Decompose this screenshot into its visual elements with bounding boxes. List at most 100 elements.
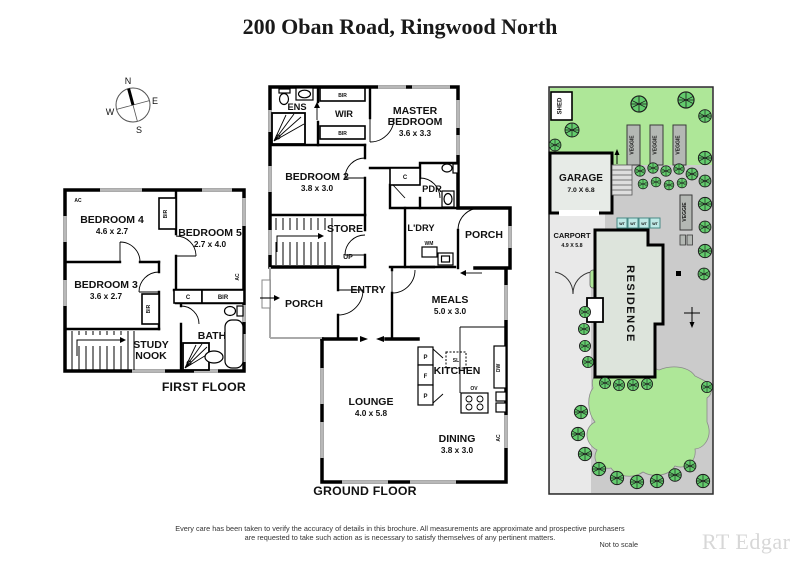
- page-title: 200 Oban Road, Ringwood North: [242, 14, 558, 39]
- gf-windows: [268, 85, 512, 484]
- meals-dims: 5.0 x 3.0: [434, 306, 467, 316]
- sink-label: SL: [453, 358, 459, 364]
- bedroom3-dims: 3.6 x 2.7: [90, 291, 123, 301]
- garage: GARAGE 7.0 X 6.8: [548, 151, 614, 216]
- bedroom4-label: BEDROOM 4: [80, 214, 144, 226]
- shed: SHED: [550, 91, 573, 121]
- bedroom2-label: BEDROOM 2: [285, 171, 349, 183]
- carport: CARPORT 4.9 X 5.8: [553, 231, 591, 249]
- bir-top-label: BIR: [338, 93, 347, 99]
- veggie-beds: VEGGIE VEGGIE VEGGIE VEGGIE: [626, 124, 693, 246]
- agency-logo: RT Edgar: [702, 529, 791, 554]
- ac-label-1: AC: [74, 198, 82, 204]
- ff-windows: [63, 188, 246, 373]
- gf-ac-label: AC: [496, 434, 502, 442]
- study-nook-label-2: NOOK: [135, 350, 167, 362]
- compass-needle-icon: [127, 88, 135, 106]
- bedroom5-dims: 2.7 x 4.0: [194, 239, 227, 249]
- basin-icon: [204, 350, 224, 364]
- ldry-label: L'DRY: [407, 223, 435, 233]
- lounge-label: LOUNGE: [349, 396, 394, 408]
- compass-w: W: [106, 107, 115, 117]
- disclaimer-line-2: are requested to take such action as is …: [244, 533, 556, 542]
- master-label-1: MASTER: [393, 105, 438, 117]
- dining-label: DINING: [439, 433, 476, 445]
- meals-label: MEALS: [432, 294, 469, 306]
- veggie-label-1: VEGGIE: [630, 135, 636, 155]
- path-arrow: [684, 307, 700, 328]
- gf-pdr-fixtures: [441, 163, 459, 208]
- ac-label-2: AC: [235, 273, 241, 281]
- residence-label: RESIDENCE: [624, 265, 636, 343]
- pantry1-label: P: [423, 355, 427, 361]
- compass-s: S: [136, 125, 142, 135]
- disclaimer: Every care has been taken to verify the …: [0, 524, 800, 542]
- lounge-dims: 4.0 x 5.8: [355, 408, 388, 418]
- store-label: STORE: [327, 223, 363, 235]
- wir-label: WIR: [335, 109, 353, 119]
- oven-label: OV: [470, 386, 478, 392]
- ens-label: ENS: [287, 102, 306, 112]
- garage-dims: 7.0 X 6.8: [567, 187, 594, 194]
- ff-doors: [119, 235, 200, 325]
- site-steps: [611, 149, 633, 196]
- porch-right-label: PORCH: [465, 229, 503, 241]
- compass: N E W S: [106, 76, 158, 135]
- gf-doors: [314, 102, 482, 342]
- residence: RESIDENCE: [586, 228, 681, 379]
- porch-left-label: PORCH: [285, 298, 323, 310]
- entry-label: ENTRY: [350, 284, 385, 296]
- veggie-label-2: VEGGIE: [653, 135, 659, 155]
- gf-floor-area: [270, 87, 510, 482]
- not-to-scale-note: Not to scale: [599, 540, 638, 549]
- wm-label: WM: [425, 241, 434, 247]
- gf-double-door-marks: [360, 336, 384, 342]
- water-tanks: [616, 217, 661, 229]
- bedroom4-dims: 4.6 x 2.7: [96, 226, 129, 236]
- bedroom3-label: BEDROOM 3: [74, 279, 138, 291]
- bath-label: BATH: [198, 330, 226, 342]
- gf-door-arrow: [314, 102, 320, 108]
- dining-dims: 3.8 x 3.0: [441, 445, 474, 455]
- gf-kitchen-fixtures: [417, 326, 507, 414]
- closet-label: C: [186, 295, 191, 301]
- first-floor-caption: FIRST FLOOR: [161, 380, 246, 394]
- ff-labels: BEDROOM 4 4.6 x 2.7 BEDROOM 5 2.7 x 4.0 …: [74, 198, 242, 362]
- garage-label: GARAGE: [559, 173, 603, 184]
- veggie-label-4: VEGGIE: [682, 202, 688, 222]
- veggie-label-3: VEGGIE: [676, 135, 682, 155]
- gf-labels: ENS WIR BIR BIR MASTER BEDROOM 3.6 x 3.3…: [285, 93, 503, 455]
- carport-label: CARPORT: [553, 231, 591, 240]
- gf-laundry-fixtures: [421, 246, 454, 266]
- master-label-2: BEDROOM: [388, 116, 443, 128]
- ff-stairs: [71, 331, 135, 370]
- ground-floor-plan: ENS WIR BIR BIR MASTER BEDROOM 3.6 x 3.3…: [260, 85, 512, 484]
- disclaimer-line-1: Every care has been taken to verify the …: [175, 524, 625, 533]
- toilet-icon: [223, 305, 244, 317]
- up-label: UP: [343, 254, 353, 261]
- bir-robe4-label: BIR: [163, 209, 169, 218]
- gf-ens-fixtures: [271, 87, 314, 145]
- gf-robes: [319, 87, 421, 186]
- bir-bottom-label: BIR: [338, 131, 347, 137]
- gf-stairs: [274, 218, 333, 265]
- gf-porch-left-outline: [260, 267, 322, 339]
- kitchen-label: KITCHEN: [434, 365, 481, 377]
- gf-porch-arrow: [460, 270, 466, 276]
- ff-robe-bed4: [158, 197, 177, 230]
- bedroom2-dims: 3.8 x 3.0: [301, 183, 334, 193]
- compass-n: N: [125, 76, 132, 86]
- bedroom5-label: BEDROOM 5: [178, 227, 242, 239]
- site-plan: WT SHED VEGGIE VEGGIE VEGGIE VEGGIE GAR: [548, 86, 714, 495]
- dishwasher-label: DW: [496, 364, 502, 373]
- pantry2-label: P: [423, 394, 427, 400]
- compass-circle: [115, 87, 151, 123]
- first-floor-plan: BEDROOM 4 4.6 x 2.7 BEDROOM 5 2.7 x 4.0 …: [63, 188, 246, 373]
- gf-closet-label: C: [403, 175, 408, 181]
- ff-linen: [201, 289, 245, 304]
- ff-robe-bed3: [141, 293, 160, 325]
- fridge-label: F: [424, 374, 428, 380]
- study-nook-label-1: STUDY: [133, 339, 169, 351]
- pdr-label: PDR: [422, 184, 442, 194]
